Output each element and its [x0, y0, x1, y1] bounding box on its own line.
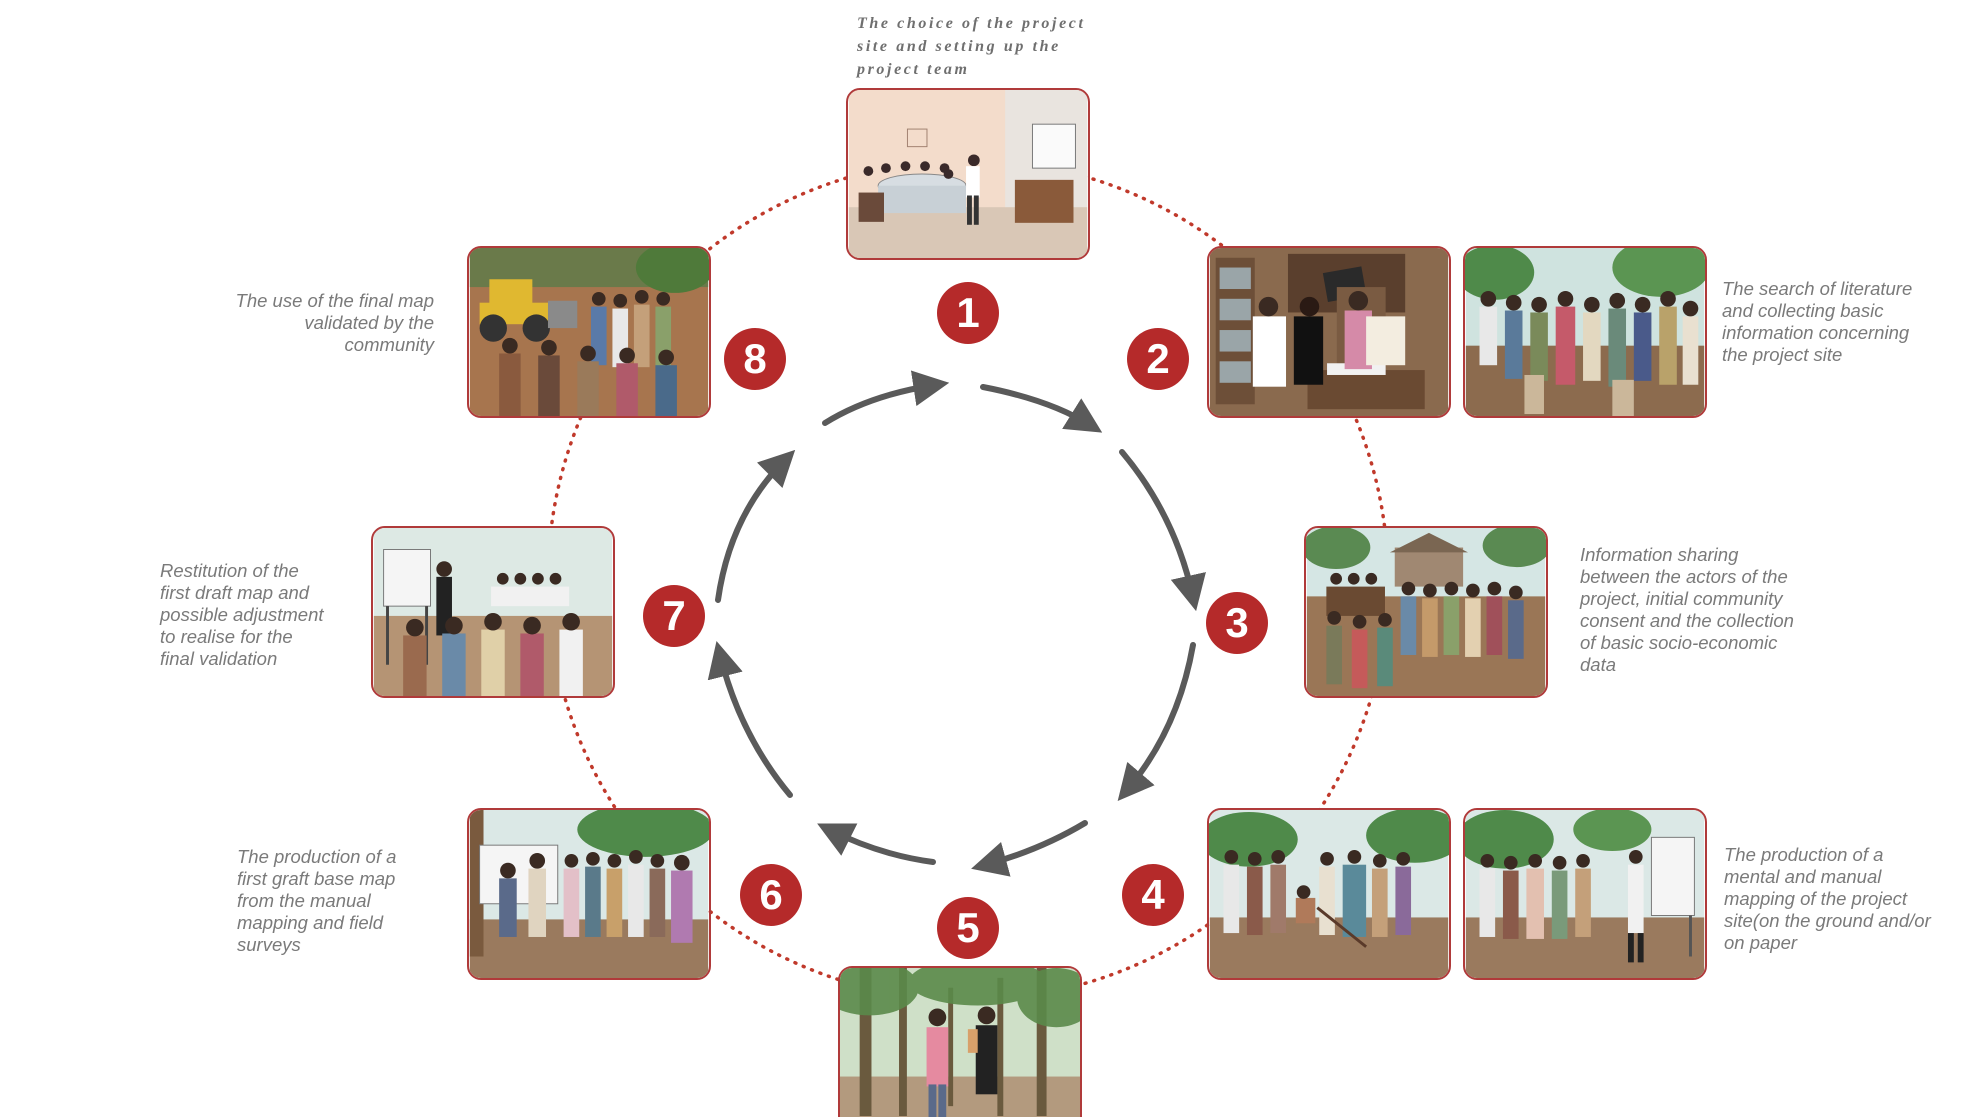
step-7-illustration [371, 526, 615, 698]
arrow-2-3 [1119, 449, 1206, 612]
step-6-illustration [467, 808, 711, 980]
village-gathering-illustration [1465, 248, 1705, 416]
arrow-6-7 [707, 641, 793, 798]
step-5-badge: 5 [937, 897, 999, 959]
step-3-label: Information sharing between the actors o… [1580, 544, 1794, 675]
library-illustration [1209, 248, 1449, 416]
step-3-badge: 3 [1206, 592, 1268, 654]
arrow-8-1 [822, 370, 950, 426]
step-6-badge: 6 [740, 864, 802, 926]
step-7-badge: 7 [643, 585, 705, 647]
step-2-illustration-b [1463, 246, 1707, 418]
step-4-illustration-a [1207, 808, 1451, 980]
step-1-label: The choice of the project site and setti… [857, 15, 1086, 78]
arrow-4-5 [971, 820, 1088, 877]
step-4-label: The production of a mental and manual ma… [1724, 844, 1931, 953]
step-2-badge: 2 [1127, 328, 1189, 390]
step-5-illustration [838, 966, 1082, 1117]
forest-survey-illustration [840, 968, 1080, 1117]
arrow-5-6 [817, 823, 936, 865]
step-6-label: The production of a first graft base map… [237, 846, 397, 955]
arrow-7-8 [715, 449, 796, 603]
paper-mapping-illustration [1465, 810, 1705, 978]
step-2-illustration-a [1207, 246, 1451, 418]
step-4-badge: 4 [1122, 864, 1184, 926]
step-2-label: The search of literature and collecting … [1722, 278, 1913, 365]
step-8-label: The use of the final map validated by th… [235, 290, 434, 355]
step-7-label: Restitution of the first draft map and p… [160, 560, 324, 669]
arrow-3-4 [1117, 642, 1196, 801]
step-1-badge: 1 [937, 282, 999, 344]
ground-mapping-illustration [1209, 810, 1449, 978]
map-presentation-illustration [469, 810, 709, 978]
bulldozer-illustration [469, 248, 709, 416]
step-8-badge: 8 [724, 328, 786, 390]
restitution-meeting-illustration [373, 528, 613, 696]
community-meeting-illustration [1306, 528, 1546, 696]
arrow-1-2 [980, 384, 1103, 433]
step-4-illustration-b [1463, 808, 1707, 980]
inner-arrow-ring [707, 370, 1206, 877]
step-8-illustration [467, 246, 711, 418]
step-1-illustration [846, 88, 1090, 260]
meeting-room-illustration [848, 90, 1088, 258]
step-3-illustration [1304, 526, 1548, 698]
